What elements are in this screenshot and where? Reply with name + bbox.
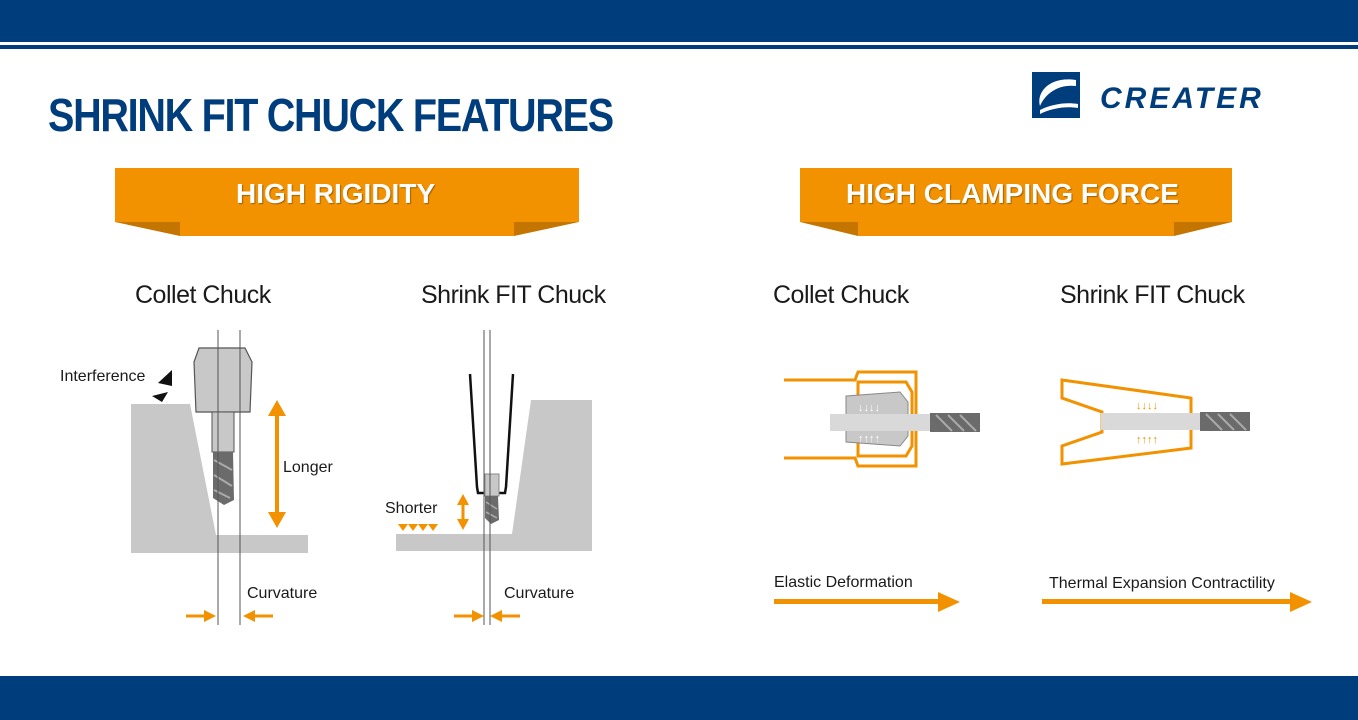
heading-collet-chuck-rigidity: Collet Chuck <box>135 281 271 309</box>
caption-thermal-expansion: Thermal Expansion Contractility <box>1049 575 1275 592</box>
shrink-fit-rigidity-diagram <box>396 330 592 625</box>
heading-shrink-fit-rigidity: Shrink FIT Chuck <box>421 281 606 309</box>
label-shorter: Shorter <box>385 500 438 517</box>
page-title: SHRINK FIT CHUCK FEATURES <box>48 89 614 141</box>
banner-rigidity <box>115 168 579 236</box>
svg-text:↓↓↓↓: ↓↓↓↓ <box>858 402 880 414</box>
shrink-fit-clamping-diagram: ↓↓↓↓ ↑↑↑↑ <box>1060 378 1250 466</box>
top-bar-stripe <box>0 45 1358 49</box>
heading-shrink-fit-clamping: Shrink FIT Chuck <box>1060 281 1245 309</box>
logo-wordmark: CREATER <box>1100 82 1264 115</box>
creater-logo-icon <box>1032 72 1080 118</box>
banner-clamping <box>800 168 1232 236</box>
label-interference: Interference <box>60 368 146 385</box>
bottom-bar <box>0 676 1358 720</box>
top-bar <box>0 0 1358 42</box>
label-longer: Longer <box>283 459 333 476</box>
label-curvature-collet: Curvature <box>247 585 318 602</box>
banner-rigidity-label: HIGH RIGIDITY <box>236 178 436 209</box>
collet-chuck-rigidity-diagram <box>131 330 308 625</box>
svg-text:↑↑↑↑: ↑↑↑↑ <box>1136 434 1158 446</box>
label-curvature-shrink: Curvature <box>504 585 575 602</box>
svg-text:↑↑↑↑: ↑↑↑↑ <box>858 433 880 445</box>
thermal-expansion-arrow <box>1042 592 1312 612</box>
svg-text:↓↓↓↓: ↓↓↓↓ <box>1136 400 1158 412</box>
caption-elastic-deformation: Elastic Deformation <box>774 574 913 591</box>
elastic-deformation-arrow <box>774 592 960 612</box>
heading-collet-chuck-clamping: Collet Chuck <box>773 281 909 309</box>
collet-chuck-clamping-diagram: ↓↓↓↓ ↑↑↑↑ <box>784 370 980 468</box>
banner-clamping-label: HIGH CLAMPING FORCE <box>846 178 1179 209</box>
